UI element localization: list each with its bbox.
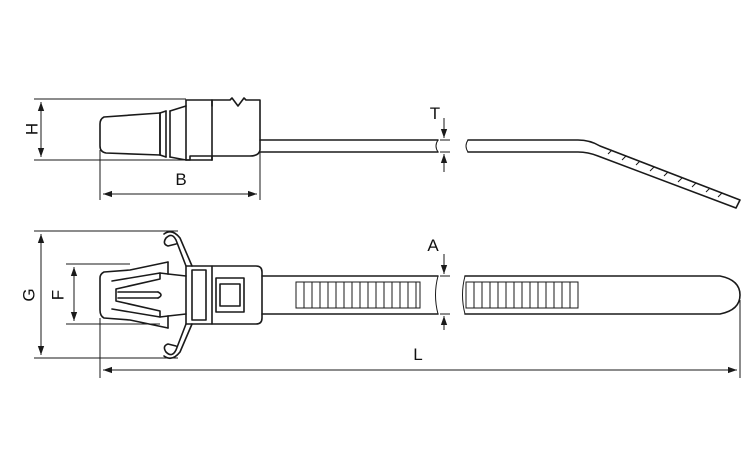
label-g: G bbox=[19, 288, 38, 301]
top-head bbox=[185, 265, 263, 325]
dimension-g: G bbox=[19, 230, 178, 359]
top-strap bbox=[261, 275, 741, 315]
top-wings bbox=[163, 230, 193, 360]
dimension-a: A bbox=[427, 236, 450, 330]
label-l: L bbox=[413, 345, 422, 364]
label-a: A bbox=[427, 236, 439, 255]
dimension-h: H bbox=[22, 98, 186, 161]
label-f: F bbox=[48, 290, 67, 300]
side-view bbox=[99, 97, 741, 209]
dimension-t: T bbox=[430, 104, 450, 172]
label-t: T bbox=[430, 104, 440, 123]
side-head bbox=[185, 97, 261, 161]
side-strap bbox=[259, 139, 741, 209]
label-b: B bbox=[175, 170, 186, 189]
dimension-f: F bbox=[48, 263, 160, 325]
top-anchor bbox=[99, 261, 187, 329]
label-h: H bbox=[22, 123, 41, 135]
top-view bbox=[99, 230, 741, 360]
dimension-l: L bbox=[99, 300, 741, 378]
side-anchor bbox=[99, 105, 187, 161]
dimension-b: B bbox=[99, 150, 261, 200]
